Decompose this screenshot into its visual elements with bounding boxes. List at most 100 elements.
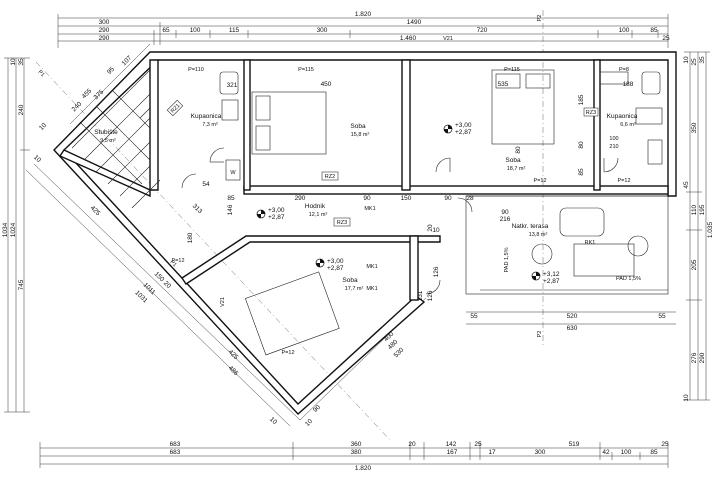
- dim-top-row3-h: 85: [650, 27, 658, 34]
- dim-int-1: 321: [227, 82, 238, 89]
- dim-diag-top-d: 107: [121, 54, 134, 67]
- dim-int-22: 20: [427, 224, 434, 232]
- label-w: W: [230, 170, 236, 176]
- bottom-dimension-chains: 683 360 20 142 25 519 25 683 380 167 17 …: [39, 441, 669, 472]
- tag-v21: V21: [220, 297, 226, 307]
- room-area-room1: 15,8 m²: [351, 132, 370, 138]
- dim-diag-top-f: 10: [38, 122, 48, 132]
- dim-int-23: 90: [501, 209, 509, 216]
- room-name-room3: Soba: [342, 277, 358, 284]
- dim-diag-left-e: 150: [153, 271, 166, 284]
- dim-diag-top-c: 240: [71, 100, 84, 113]
- dim-right-small: 10: [683, 394, 690, 402]
- dim-int-2: 450: [321, 81, 332, 88]
- dim-diag-bottom-b: 425: [227, 349, 240, 362]
- dim-top-row3-a: 290: [99, 27, 110, 34]
- tag-rz1: RZ1: [170, 103, 182, 115]
- dim-left-inner: 1024: [10, 222, 17, 237]
- washing-machine: [225, 159, 241, 181]
- dim-right-part2-b: 35: [699, 56, 706, 64]
- dim-top-total: 1.820: [355, 11, 372, 18]
- tag-mk1-room3: MK1: [366, 264, 377, 270]
- room-name-hall: Hodnik: [305, 203, 326, 210]
- right-dimension-chains: 1.035 25 350 110 205 276 10 35 45 195 29…: [683, 51, 714, 402]
- level-marker-room1: +3,00 +2,87: [443, 122, 472, 136]
- bed-room3: [245, 271, 340, 356]
- dim-int-8: 150: [401, 195, 412, 202]
- dim-bottom-row2-d: 17: [488, 449, 496, 456]
- dim-right-part-b: 350: [691, 122, 698, 133]
- dim-top-row3-c: 100: [190, 27, 201, 34]
- room-area-room3: 17,7 m²: [345, 286, 364, 292]
- dim-int-15: 180: [187, 232, 194, 243]
- toilet-bath1: [219, 71, 239, 95]
- dim-left-outer: 1034: [2, 222, 9, 237]
- tag-window-7: P=12: [172, 258, 185, 264]
- dim-bottom-row1-d: 142: [446, 441, 457, 448]
- level-marker-room3: +3,00 +2,87: [315, 258, 344, 272]
- dim-diag-left-d: 10: [32, 154, 42, 164]
- dim-bottom-row2-g: 100: [621, 449, 632, 456]
- tag-window-5: P=12: [618, 178, 631, 184]
- room-name-bath1: Kupaonica: [191, 113, 222, 120]
- level-bottom-terrace: +2,87: [543, 278, 560, 285]
- dim-diag-left-c: 1031: [133, 289, 149, 304]
- dim-int-17: 146: [227, 204, 234, 215]
- dim-int-3: 535: [498, 81, 509, 88]
- dim-top-row3-i: 25: [662, 35, 670, 42]
- tag-mk1-room3-b: MK1: [366, 286, 377, 292]
- dim-int-21: 10: [432, 227, 440, 234]
- tag-rz2: RZ2: [325, 174, 335, 180]
- dim-diag-top-e: 95: [106, 66, 116, 76]
- room-area-bath1: 7,3 m²: [202, 122, 218, 128]
- furniture: [219, 69, 663, 356]
- dim-top-row4-a: 290: [99, 35, 110, 42]
- dim-left-part-b: 745: [18, 279, 25, 290]
- dim-bottom-row2-b: 380: [351, 449, 362, 456]
- bed-room2: [491, 69, 555, 145]
- level-marker-terrace: +3,12 +2,87: [531, 271, 560, 285]
- level-markers: +3,00 +2,87 +3,00 +2,87 +3,00 +2,87 +3,1…: [256, 122, 560, 285]
- dim-int-9: 90: [444, 195, 452, 202]
- dim-bottom-row2-a: 683: [170, 449, 181, 456]
- tag-pad-2: PAD 1,5%: [616, 276, 641, 282]
- dim-top-row3-g: 100: [619, 27, 630, 34]
- dim-int-14: 313: [191, 203, 204, 216]
- dim-int-6: 290: [295, 195, 306, 202]
- room-name-stairs: Stubište: [94, 129, 118, 136]
- level-top-hall: +3,00: [268, 207, 285, 214]
- dim-bottom-row1-a: 683: [170, 441, 181, 448]
- left-dimension-chains: 1034 1024 240 745 10 35: [2, 57, 30, 413]
- dim-bottom-row1-b: 360: [351, 441, 362, 448]
- tag-pad-1: PAD 1,5%: [504, 247, 510, 272]
- dim-bottom-row1-g: 25: [661, 441, 669, 448]
- dim-diag-bottom-e: 10: [304, 418, 314, 428]
- dim-int-4: 188: [623, 81, 634, 88]
- dim-int-19: 131: [417, 290, 424, 301]
- dim-left-top-b: 35: [18, 58, 25, 66]
- dim-right-outer: 1.035: [707, 221, 714, 238]
- dim-diag-right-c: 530: [393, 346, 406, 359]
- dim-int-24: 216: [500, 216, 511, 223]
- dim-right-part2-d: 195: [699, 204, 706, 215]
- dim-right-part2-e: 290: [699, 352, 706, 363]
- dim-bottom-row2-h: 85: [650, 449, 658, 456]
- label-100: 100: [609, 136, 618, 142]
- toilet-bath2: [641, 71, 661, 95]
- dim-right-part-c: 110: [691, 204, 698, 215]
- tag-window-3: P=115: [504, 67, 520, 73]
- room-name-room2: Soba: [505, 157, 521, 164]
- room-area-stairs: 9,5 m²: [100, 138, 116, 144]
- tag-mk1-hall: MK1: [364, 206, 375, 212]
- tag-rk1: RK1: [585, 240, 596, 246]
- dim-bottom-row1-c: 20: [408, 441, 416, 448]
- dim-top-row3-d: 115: [229, 27, 240, 34]
- dim-top-row4-b: 1.460: [400, 35, 417, 42]
- dim-right-part-e: 276: [691, 352, 698, 363]
- dim-right-part2-a: 10: [683, 56, 690, 64]
- level-bottom-room3: +2,87: [327, 265, 344, 272]
- dim-diag-bottom-d: 90: [312, 404, 322, 414]
- level-bottom-hall: +2,87: [268, 214, 285, 221]
- dim-left-part-a: 240: [18, 104, 25, 115]
